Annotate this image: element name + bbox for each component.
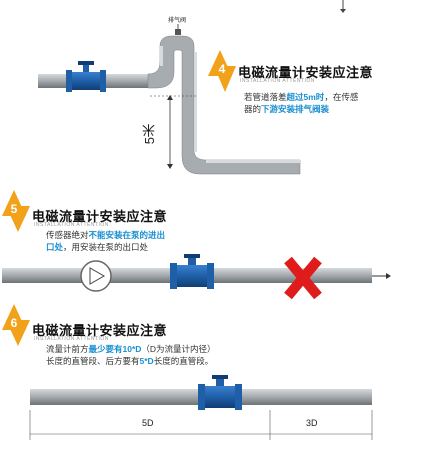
section4-note: 若管道落差超过5m时，在传感 器的下游安装排气阀装	[244, 91, 416, 115]
section6-note: 流量计前方最少要有10*D（D为流量计内径） 长度的直管段、后方要有5*D长度的…	[46, 343, 296, 367]
badge-6-number: 6	[10, 316, 18, 330]
section6-note-f: 长度的直管段。	[153, 356, 214, 366]
section5-note-a: 传感器绝对	[46, 230, 89, 240]
section6-note-e: 5*D	[139, 356, 154, 366]
section6-note-b: 最少要有10*D	[88, 344, 142, 354]
badge-5-number: 5	[10, 202, 18, 216]
section6-subtitle: INSTALLATION ATTENTION	[34, 336, 109, 342]
pump-icon	[80, 260, 112, 292]
vent-valve-label: 排气阀	[168, 18, 187, 24]
section5-note: 传感器绝对不能安装在泵的进出 口处，用安装在泵的出口处	[46, 229, 226, 253]
section4-subtitle: INSTALLATION ATTENTION	[240, 78, 315, 84]
height-dimension	[150, 95, 198, 169]
section4-note-e: 下游安装排气阀装	[261, 104, 330, 114]
length-dimensions	[29, 410, 373, 440]
section5-note-c: 口处	[46, 242, 64, 252]
section6-title: 电磁流量计安装应注意	[32, 323, 168, 338]
flow-arrow-icon	[372, 273, 391, 279]
dimension-label-5d: 5D	[142, 418, 154, 428]
section4-note-c: ，在传感	[324, 92, 359, 102]
flowmeter-4-icon	[66, 61, 106, 92]
section6-note-a: 流量计前方	[46, 344, 89, 354]
flowmeter-6-icon	[198, 375, 242, 410]
badge-5	[2, 190, 30, 232]
height-label: 5米	[142, 124, 157, 145]
cross-mark-icon	[284, 256, 322, 300]
badge-6	[2, 304, 30, 346]
section5-subtitle: INSTALLATION ATTENTION	[34, 222, 109, 228]
vent-valve-icon	[175, 24, 181, 35]
flowmeter-5-icon	[170, 254, 214, 289]
section5-note-b: 不能安装在泵的进出	[88, 230, 166, 240]
badge-4	[208, 50, 236, 92]
section5-note-d: ，用安装在泵的出口处	[63, 242, 149, 252]
section5-title: 电磁流量计安装应注意	[32, 209, 168, 224]
section4-note-b: 超过5m时	[286, 92, 325, 102]
section6-note-c: （D为流量计内径）	[141, 344, 216, 354]
section4-note-d: 器的	[244, 104, 262, 114]
section4-title: 电磁流量计安装应注意	[238, 65, 374, 80]
down-arrow-icon	[340, 0, 346, 13]
badge-4-number: 4	[218, 62, 226, 76]
section4-note-a: 若管道落差	[244, 92, 287, 102]
dimension-label-3d: 3D	[306, 418, 318, 428]
section6-note-d: 长度的直管段、后方要有	[46, 356, 140, 366]
